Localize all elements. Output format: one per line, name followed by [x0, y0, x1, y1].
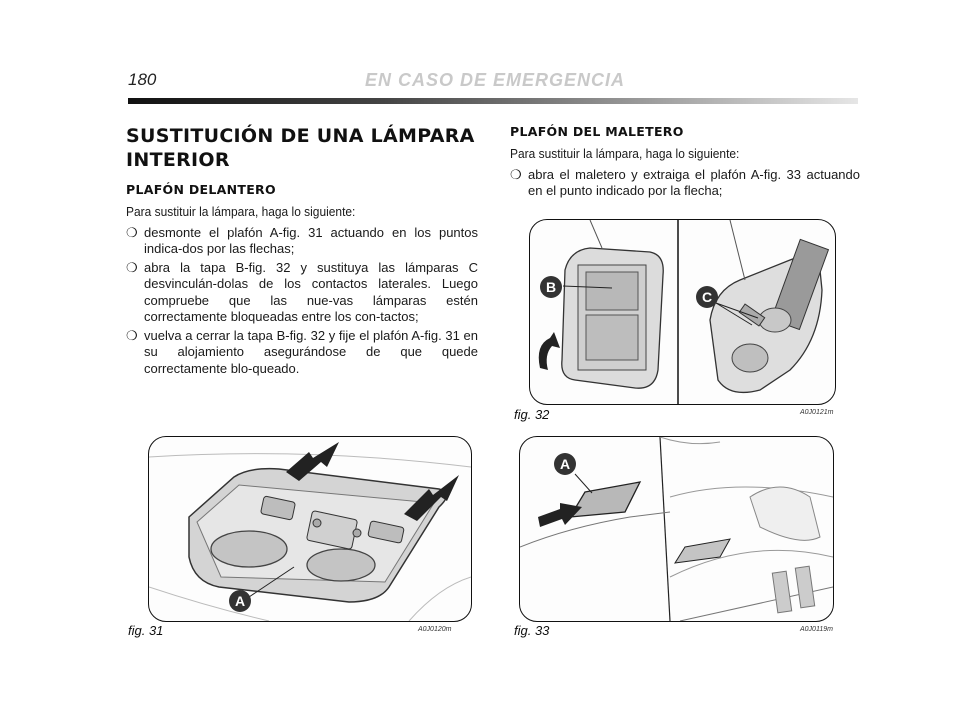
step-item: ❍ desmonte el plafón A-fig. 31 actuando e… [126, 225, 478, 258]
bullet-icon: ❍ [126, 259, 138, 275]
bullet-icon: ❍ [126, 224, 138, 240]
figure-32-illustration: B C [529, 219, 836, 405]
section-title-line2: INTERIOR [126, 149, 230, 171]
step-text: abra el maletero y extraiga el plafón A-… [528, 166, 860, 199]
fig31-label-a: A [235, 593, 245, 609]
section-title-line1: SUSTITUCIÓN DE UNA LÁMPARA [126, 125, 475, 147]
step-text: vuelva a cerrar la tapa B-fig. 32 y fije… [144, 327, 478, 376]
ceiling-light-drawing: A [149, 442, 471, 621]
bullet-icon: ❍ [126, 327, 138, 343]
step-text: abra la tapa B-fig. 32 y sustituya las l… [144, 259, 478, 325]
trunk-light-subtitle: PLAFÓN DEL MALETERO [510, 124, 684, 139]
figure-31-illustration: A [148, 436, 472, 622]
fig31-code: A0J0120m [418, 626, 452, 633]
step-item: ❍ abra el maletero y extraiga el plafón A… [510, 167, 860, 200]
trunk-light-lamps-drawing: B C [538, 220, 830, 404]
step-item: ❍ abra la tapa B-fig. 32 y sustituya las … [126, 260, 478, 326]
fig32-caption: fig. 32 [514, 407, 550, 422]
right-column: PLAFÓN DEL MALETERO Para sustituir la lá… [510, 124, 860, 202]
step-item: ❍ vuelva a cerrar la tapa B-fig. 32 y fij… [126, 328, 478, 378]
header-rule [128, 98, 858, 104]
bullet-icon: ❍ [510, 166, 522, 182]
running-header: EN CASO DE EMERGENCIA [365, 70, 626, 90]
fig32-label-b: B [546, 279, 556, 295]
step-text: desmonte el plafón A-fig. 31 actuando en… [144, 224, 478, 257]
page-number: 180 [128, 70, 157, 89]
left-column: SUSTITUCIÓN DE UNA LÁMPARA INTERIOR PLAF… [126, 124, 478, 379]
section-title: SUSTITUCIÓN DE UNA LÁMPARA INTERIOR [126, 124, 478, 172]
front-light-subtitle: PLAFÓN DELANTERO [126, 182, 276, 197]
fig32-code: A0J0121m [800, 409, 834, 416]
fig32-label-c: C [702, 289, 712, 305]
fig31-caption: fig. 31 [128, 623, 164, 638]
trunk-light-steps: ❍ abra el maletero y extraiga el plafón A… [510, 167, 860, 200]
fig33-caption: fig. 33 [514, 623, 550, 638]
figure-33-illustration: A [519, 436, 834, 622]
trunk-light-intro: Para sustituir la lámpara, haga lo sigui… [510, 146, 740, 161]
front-light-steps: ❍ desmonte el plafón A-fig. 31 actuando e… [126, 225, 478, 378]
fig33-code: A0J0119m [800, 626, 833, 633]
front-light-intro: Para sustituir la lámpara, haga lo sigui… [126, 204, 356, 219]
fig33-label-a: A [560, 456, 570, 472]
trunk-light-removal-drawing: A [520, 437, 833, 621]
